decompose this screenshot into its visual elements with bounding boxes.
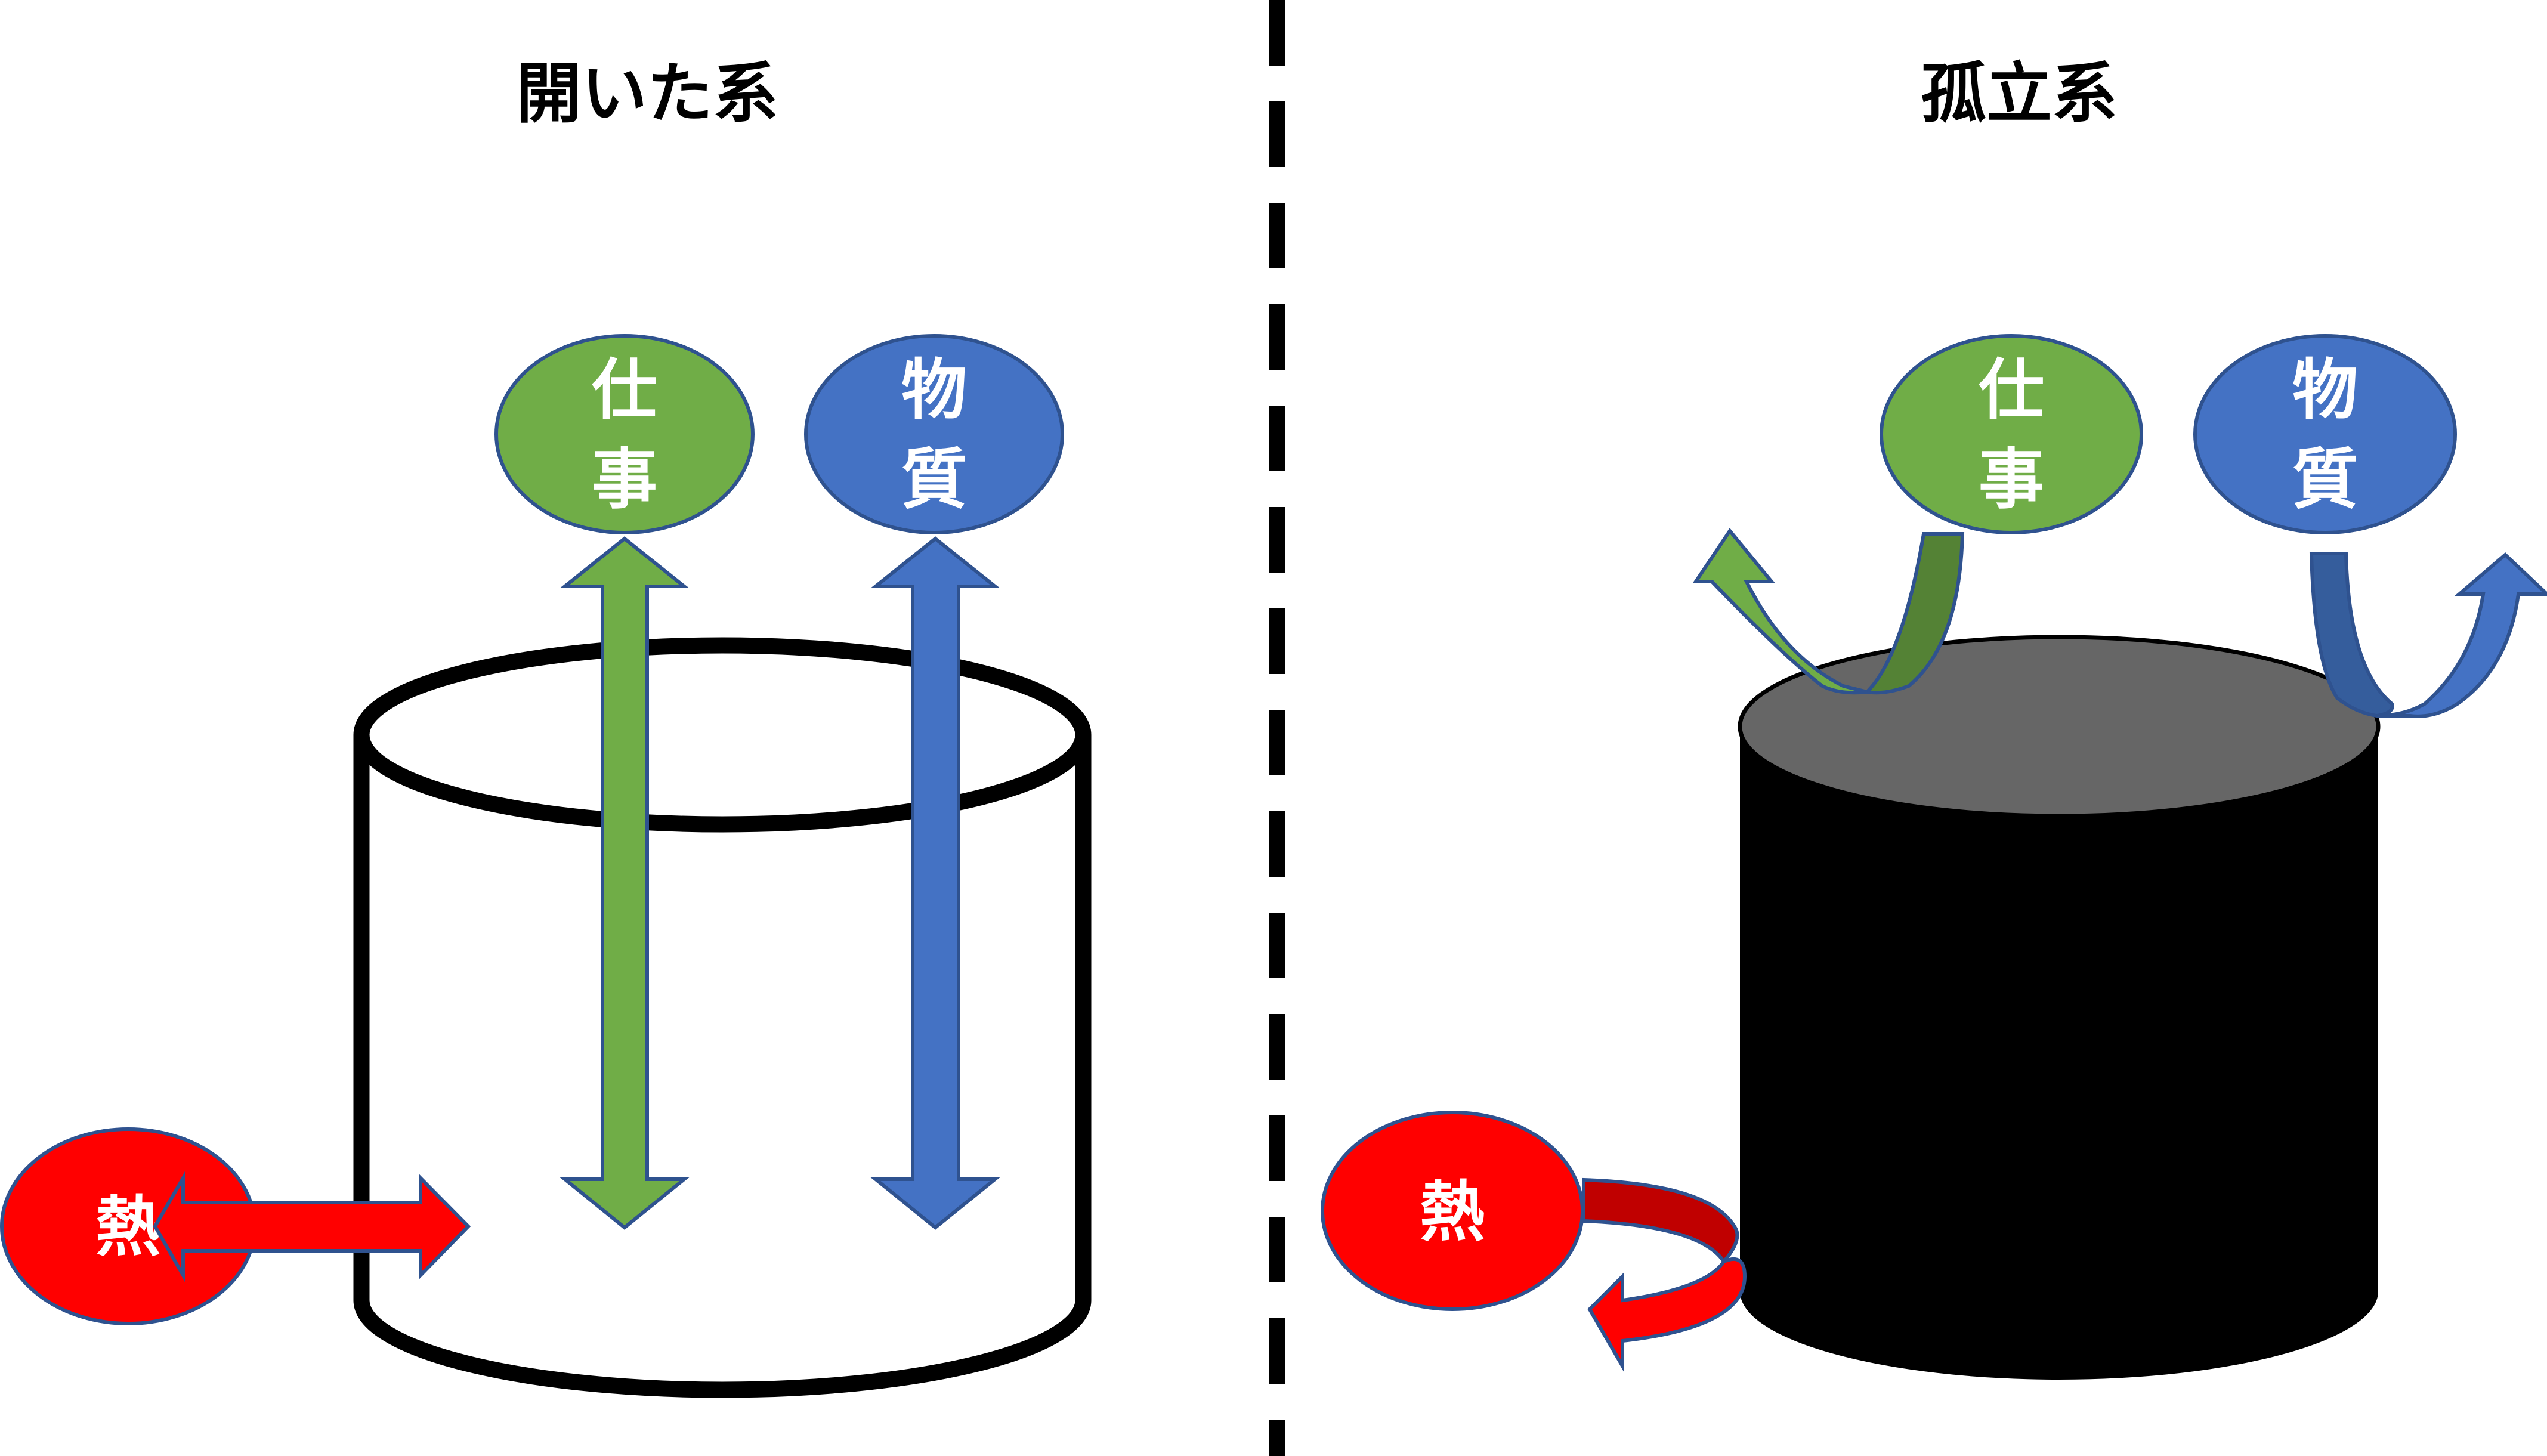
heat-bidirectional-arrow <box>153 1171 471 1282</box>
cylinder-solid-body <box>1740 727 2378 1380</box>
matter-bidirectional-arrow <box>870 536 1000 1230</box>
isolated-system-panel: 孤立系 仕 事 物 質 熱 <box>1321 55 2547 1380</box>
work-label-line1: 仕 <box>1979 352 2044 428</box>
matter-label-line2: 質 <box>901 441 967 518</box>
open-system-panel: 開いた系 仕 事 物 質 熱 <box>0 55 1092 1398</box>
heat-bubble-open: 熱 <box>0 1127 256 1325</box>
work-label-line2: 事 <box>1979 441 2044 518</box>
open-system-title: 開いた系 <box>516 55 778 132</box>
work-deflected-arrow <box>1692 527 1965 695</box>
work-bubble-open: 仕 事 <box>494 334 755 534</box>
heat-deflected-arrow <box>1582 1177 1747 1373</box>
cylinder-solid-top <box>1738 635 2381 818</box>
matter-bubble-open: 物 質 <box>804 334 1064 534</box>
heat-label: 熱 <box>1420 1174 1485 1250</box>
work-bubble-isolated: 仕 事 <box>1880 334 2143 534</box>
cylinder-top-rim <box>353 637 1092 833</box>
work-label-line1: 仕 <box>592 352 657 428</box>
cylinder-body-outline <box>353 735 1092 1398</box>
heat-label: 熱 <box>95 1189 161 1265</box>
heat-bubble-isolated: 熱 <box>1321 1111 1584 1311</box>
isolated-system-title: 孤立系 <box>1921 55 2118 132</box>
matter-deflected-arrow <box>2309 552 2547 718</box>
isolated-system-cylinder <box>1738 635 2381 1380</box>
matter-label-line1: 物 <box>2292 352 2358 428</box>
work-label-line2: 事 <box>592 441 657 518</box>
open-system-cylinder <box>353 637 1092 1398</box>
work-bidirectional-arrow <box>560 536 690 1230</box>
matter-label-line1: 物 <box>901 352 967 428</box>
matter-bubble-isolated: 物 質 <box>2193 334 2457 534</box>
matter-label-line2: 質 <box>2292 441 2358 518</box>
